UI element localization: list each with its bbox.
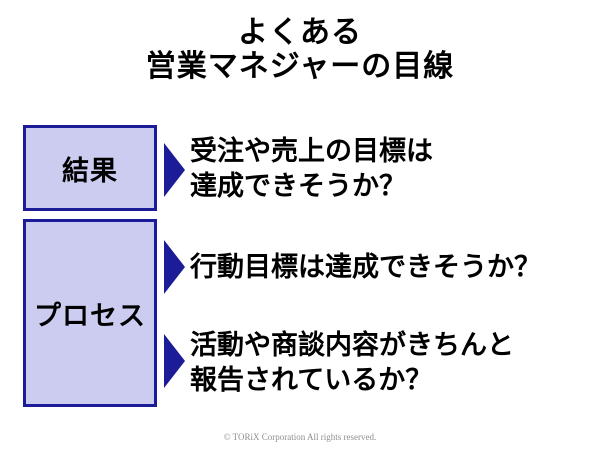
arrow-right-icon [164,334,185,388]
slide-title-line2: 営業マネジャーの目線 [145,50,455,83]
question-text-action-goals: 行動目標は達成できそうか？ [190,250,541,285]
question-text-line: 受注や売上の目標は [190,136,433,166]
question-text-line: 活動や商談内容がきちんと [190,330,514,360]
slide-title-line1: よくある [238,16,362,49]
result-box: 結果 [23,125,157,211]
copyright-notice: © TORiX Corporation All rights reserved. [223,432,377,442]
result-box-label: 結果 [62,155,118,186]
arrow-right-icon [164,240,185,294]
question-text-line: 報告されているか？ [190,365,433,395]
question-text-line: 行動目標は達成できそうか？ [190,252,541,282]
question-text-results: 受注や売上の目標は 達成できそうか？ [190,134,433,204]
question-text-line: 達成できそうか？ [190,171,406,201]
question-text-reporting: 活動や商談内容がきちんと 報告されているか？ [190,328,514,398]
arrow-right-icon [164,143,185,197]
process-box-label: プロセス [34,300,146,331]
process-box: プロセス [23,219,157,407]
slide-title: よくある 営業マネジャーの目線 [0,16,600,84]
